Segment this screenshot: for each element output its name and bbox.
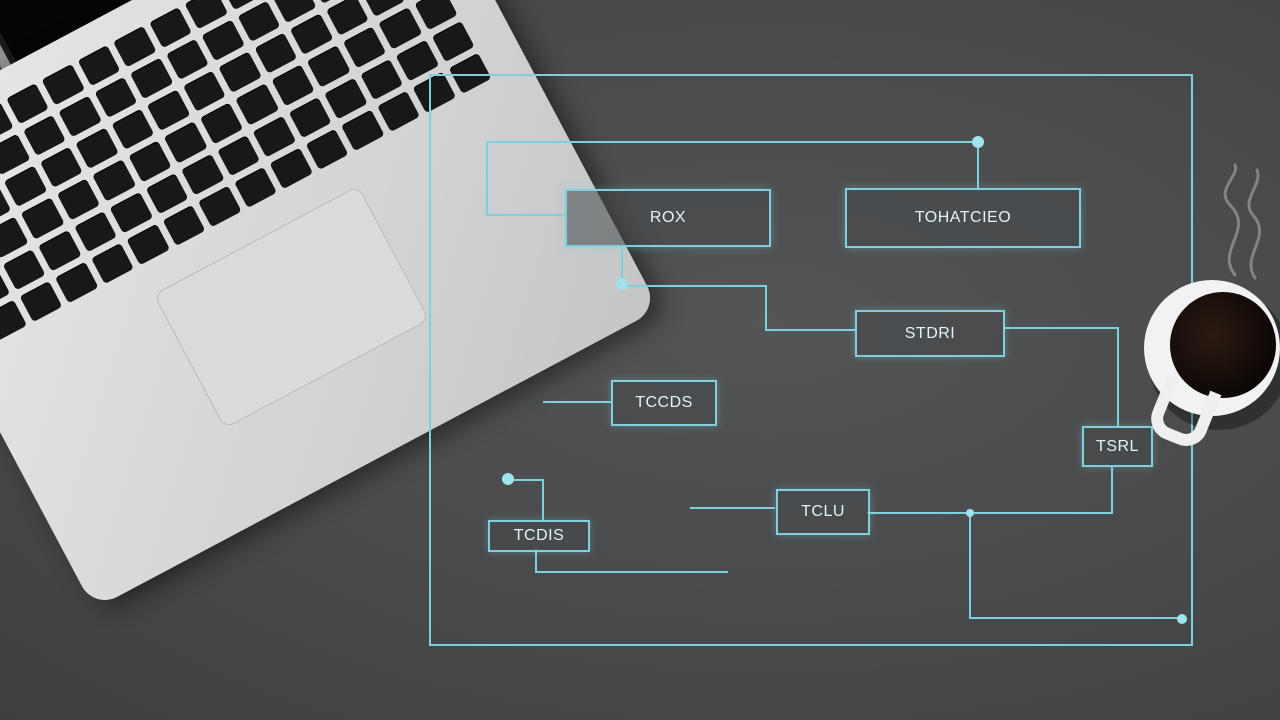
connector-tclu-tsrl	[867, 465, 1113, 514]
junction-dot	[966, 509, 974, 517]
connector-bottom-right	[969, 513, 1183, 619]
connector-rox-stdri	[621, 245, 856, 331]
connector-tcdis-up	[508, 479, 544, 520]
coffee-cup-icon	[1140, 270, 1280, 453]
connector-tcdis-bottom	[535, 549, 728, 573]
diagram-node-label: STDRI	[904, 324, 956, 342]
diagram-node-label: TCCDS	[635, 394, 693, 411]
steam	[1223, 163, 1261, 280]
diagram-node: TOHATCIEO	[845, 188, 1081, 248]
coffee	[1170, 292, 1276, 398]
junction-dot	[972, 136, 984, 148]
connector-stdri-tsrl	[1003, 327, 1119, 428]
diagram-node-label: TCLU	[801, 503, 845, 520]
diagram-node: TSRL	[1082, 426, 1153, 467]
junction-dot	[616, 278, 628, 290]
diagram-node-label: ROX	[649, 209, 687, 226]
junction-dot	[1177, 614, 1187, 624]
diagram-node-label: TSRL	[1096, 437, 1139, 455]
diagram-node-label: TOHATCIEO	[914, 209, 1012, 226]
diagram-node: TCCDS	[611, 380, 717, 426]
diagram-node: ROX	[565, 189, 771, 247]
diagram-node-label: TCDIS	[513, 527, 565, 544]
diagram-node: TCLU	[776, 489, 870, 535]
connector-top	[486, 141, 979, 215]
diagram-node: STDRI	[855, 310, 1005, 357]
diagram-node: TCDIS	[488, 520, 590, 552]
junction-dot	[502, 473, 514, 485]
